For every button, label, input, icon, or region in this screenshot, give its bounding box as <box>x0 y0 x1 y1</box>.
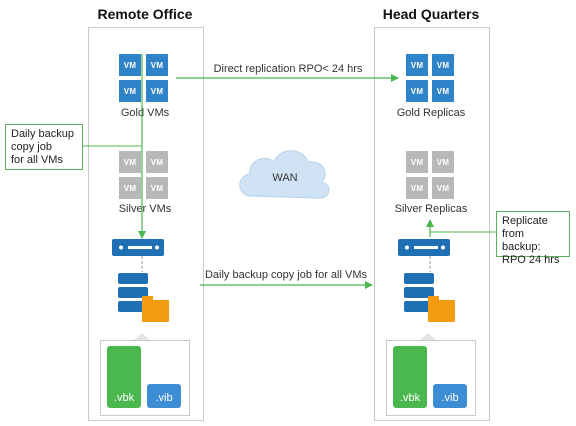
remote-office-title: Remote Office <box>97 6 193 22</box>
direct-replication-label: Direct replication RPO< 24 hrs <box>213 63 363 75</box>
remote-vbk-file: .vbk <box>107 346 141 408</box>
remote-gold-label: Gold VMs <box>120 107 170 119</box>
hq-silver-replica-tile: VM <box>406 177 428 199</box>
left-callout: Daily backup copy job for all VMs <box>5 124 83 170</box>
hq-gold-replica-tile: VM <box>432 80 454 102</box>
left-callout-line: Daily backup <box>11 128 74 140</box>
right-callout: Replicate from backup: RPO 24 hrs <box>496 211 570 266</box>
right-callout-line: RPO 24 hrs <box>502 254 560 266</box>
remote-backup-proxy-icon <box>112 239 164 256</box>
hq-gold-label: Gold Replicas <box>396 107 466 119</box>
hq-vib-file: .vib <box>433 384 467 408</box>
hq-silver-replica-tile: VM <box>432 177 454 199</box>
remote-silver-vm-tile: VM <box>146 177 168 199</box>
remote-backup-repository-icon <box>118 273 169 322</box>
hq-backup-proxy-icon <box>398 239 450 256</box>
right-callout-line: Replicate <box>502 215 548 227</box>
remote-vib-file: .vib <box>147 384 181 408</box>
wan-cloud-icon <box>239 150 330 199</box>
remote-gold-vm-tile: VM <box>146 54 168 76</box>
hq-silver-replica-tile: VM <box>406 151 428 173</box>
left-callout-line: copy job <box>11 141 52 153</box>
left-callout-line: for all VMs <box>11 154 63 166</box>
remote-silver-label: Silver VMs <box>118 203 172 215</box>
daily-backup-copy-label: Daily backup copy job for all VMs <box>204 269 367 281</box>
wan-label: WAN <box>272 172 298 184</box>
hq-gold-replica-tile: VM <box>406 80 428 102</box>
hq-silver-label: Silver Replicas <box>394 203 468 215</box>
remote-storage-pointer <box>134 333 150 340</box>
hq-gold-replica-tile: VM <box>406 54 428 76</box>
hq-gold-replica-tile: VM <box>432 54 454 76</box>
right-callout-line: from backup: <box>502 228 541 253</box>
remote-silver-vm-tile: VM <box>146 151 168 173</box>
remote-silver-vm-tile: VM <box>119 151 141 173</box>
hq-silver-replica-tile: VM <box>432 151 454 173</box>
remote-gold-vm-tile: VM <box>119 80 141 102</box>
head-quarters-title: Head Quarters <box>382 6 480 22</box>
hq-storage-pointer <box>420 333 436 340</box>
remote-silver-vm-tile: VM <box>119 177 141 199</box>
remote-gold-vm-tile: VM <box>119 54 141 76</box>
remote-gold-vm-tile: VM <box>146 80 168 102</box>
hq-backup-repository-icon <box>404 273 455 322</box>
hq-vbk-file: .vbk <box>393 346 427 408</box>
